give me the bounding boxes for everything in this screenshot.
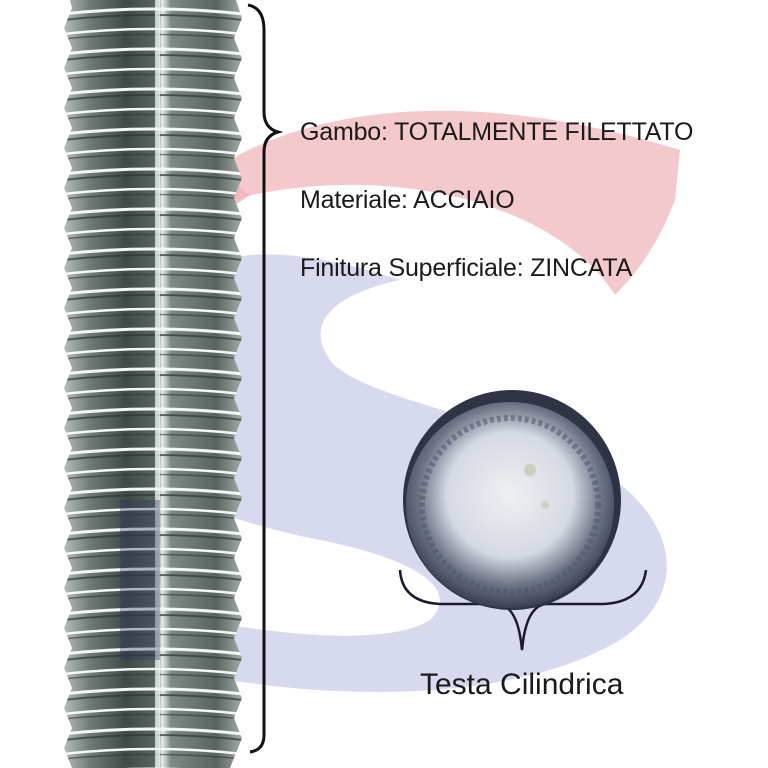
spec-finish: Finitura Superficiale: ZINCATA (300, 254, 633, 282)
shank-bracket-icon (247, 3, 284, 754)
head-caption: Testa Cilindrica (420, 668, 624, 701)
head-bracket-icon (398, 569, 648, 651)
spec-shank: Gambo: TOTALMENTE FILETTATO (300, 118, 694, 146)
spec-material: Materiale: ACCIAIO (300, 186, 515, 214)
